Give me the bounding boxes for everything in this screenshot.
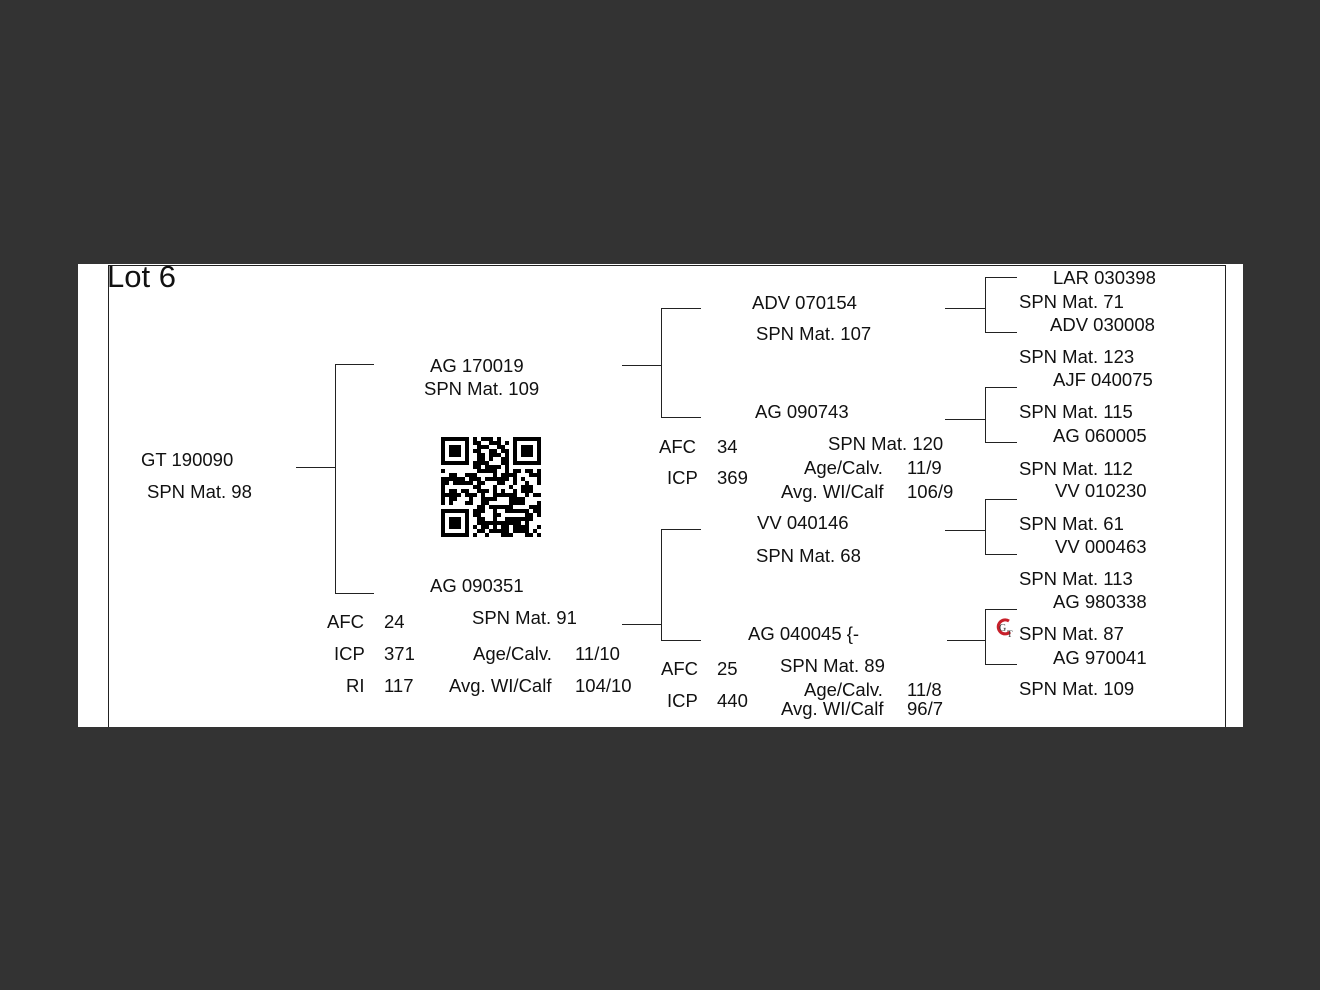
ss-spn: SPN Mat. 107: [756, 323, 872, 344]
ss-id: ADV 070154: [752, 292, 857, 313]
sd-afc-label: AFC: [659, 436, 696, 457]
sd-age: 11/9: [907, 457, 942, 478]
sd-wi: 106/9: [907, 481, 954, 502]
ds-id: VV 040146: [757, 512, 849, 533]
border-left: [108, 265, 109, 727]
dd-id: AG 040045 {-: [748, 623, 860, 644]
animal-id: GT 190090: [141, 449, 234, 470]
sd-wi-label: Avg. WI/Calf: [781, 481, 884, 502]
gen3-spn: SPN Mat. 123: [1019, 346, 1135, 367]
dam-spn: SPN Mat. 91: [472, 607, 577, 628]
sd-id: AG 090743: [755, 401, 849, 422]
gen3-spn: SPN Mat. 87: [1019, 623, 1124, 644]
ds-spn: SPN Mat. 68: [756, 545, 861, 566]
gen3-id: ADV 030008: [1050, 314, 1155, 335]
dam-afc-label: AFC: [327, 611, 364, 632]
lot-title: Lot 6: [107, 259, 176, 294]
dam-id: AG 090351: [430, 575, 524, 596]
gen3-id: AJF 040075: [1053, 369, 1153, 390]
dd-afc: 25: [717, 658, 738, 679]
dd-icp-label: ICP: [667, 690, 698, 711]
dd-wi: 96/7: [907, 698, 944, 719]
border-top: [108, 265, 1226, 266]
gen3-spn: SPN Mat. 71: [1019, 291, 1124, 312]
dd-spn: SPN Mat. 89: [780, 655, 885, 676]
gen3-spn: SPN Mat. 109: [1019, 678, 1135, 699]
dam-age-label: Age/Calv.: [473, 643, 552, 664]
gen3-id: VV 010230: [1055, 480, 1147, 501]
sd-icp-label: ICP: [667, 467, 698, 488]
animal-spn: SPN Mat. 98: [147, 481, 252, 502]
dd-age-label: Age/Calv.: [804, 679, 883, 700]
gen3-id: AG 060005: [1053, 425, 1147, 446]
svg-text:G: G: [999, 623, 1006, 634]
sd-afc: 34: [717, 436, 738, 457]
gen3-id: AG 970041: [1053, 647, 1147, 668]
dam-ri: 117: [384, 675, 414, 696]
dam-afc: 24: [384, 611, 405, 632]
gen3-id: AG 980338: [1053, 591, 1147, 612]
dam-icp: 371: [384, 643, 415, 664]
sd-spn: SPN Mat. 120: [828, 433, 944, 454]
dd-age: 11/8: [907, 679, 942, 700]
dam-wi-label: Avg. WI/Calf: [449, 675, 552, 696]
gen3-spn: SPN Mat. 115: [1019, 401, 1133, 422]
dam-wi: 104/10: [575, 675, 632, 696]
dam-icp-label: ICP: [334, 643, 365, 664]
qr-code: [441, 437, 541, 537]
border-right: [1225, 265, 1226, 727]
gt-logo-icon: G T: [996, 618, 1013, 639]
gen3-spn: SPN Mat. 61: [1019, 513, 1124, 534]
gen3-id: VV 000463: [1055, 536, 1147, 557]
dd-icp: 440: [717, 690, 748, 711]
sire-id: AG 170019: [430, 355, 524, 376]
pedigree-sheet: [78, 264, 1243, 727]
dam-age: 11/10: [575, 643, 620, 664]
sd-icp: 369: [717, 467, 748, 488]
gen3-spn: SPN Mat. 113: [1019, 568, 1133, 589]
svg-text:T: T: [1007, 629, 1013, 639]
dd-wi-label: Avg. WI/Calf: [781, 698, 884, 719]
gen3-id: LAR 030398: [1053, 267, 1156, 288]
sire-spn: SPN Mat. 109: [424, 378, 540, 399]
gen3-spn: SPN Mat. 112: [1019, 458, 1133, 479]
dam-ri-label: RI: [346, 675, 365, 696]
dd-afc-label: AFC: [661, 658, 698, 679]
sd-age-label: Age/Calv.: [804, 457, 883, 478]
